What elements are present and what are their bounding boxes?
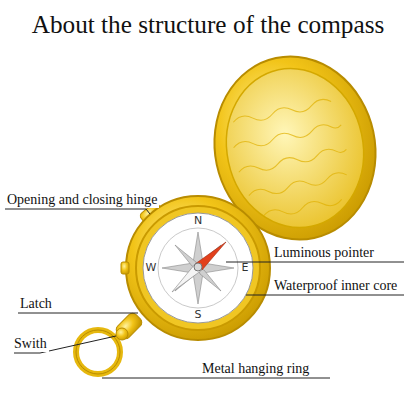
part-label: Latch	[18, 296, 54, 312]
direction-letter: E	[242, 262, 249, 274]
part-label: Waterproof inner core	[272, 278, 399, 294]
compass-case	[126, 196, 270, 340]
leader-lines	[5, 209, 404, 378]
part-label: Opening and closing hinge	[5, 192, 159, 208]
compass-rose	[162, 232, 234, 304]
part-label: Metal hanging ring	[200, 361, 311, 377]
luminous-pointer	[172, 242, 226, 292]
part-label: Luminous pointer	[272, 245, 376, 261]
direction-letter: N	[194, 215, 202, 227]
switch-knob	[116, 328, 128, 340]
switch-crown	[114, 311, 144, 341]
part-label: Swith	[12, 336, 49, 352]
direction-letter: W	[146, 262, 157, 274]
dial	[143, 213, 253, 323]
direction-letter: S	[195, 309, 202, 321]
title: About the structure of the compass	[0, 10, 416, 39]
latch	[121, 262, 129, 274]
